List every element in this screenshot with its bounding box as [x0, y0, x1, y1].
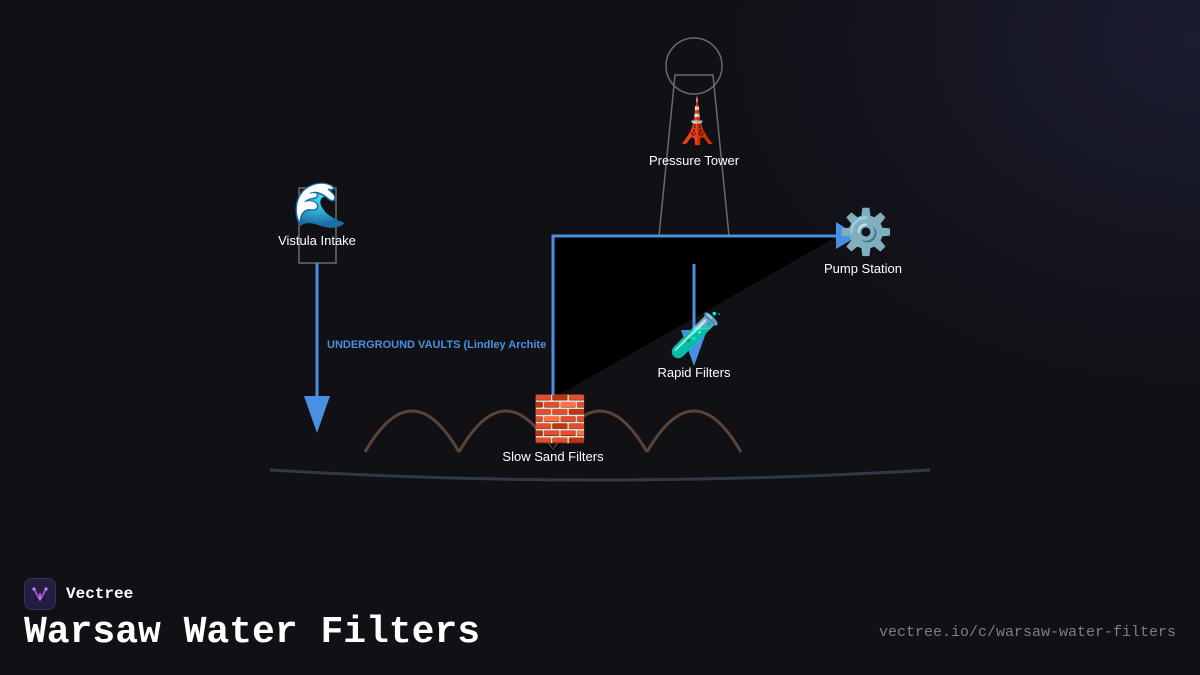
arrow-to-rapid: [681, 330, 707, 366]
page-title: Warsaw Water Filters: [24, 611, 481, 654]
tower-icon: 🗼: [670, 94, 725, 146]
brand[interactable]: Vectree: [24, 577, 133, 611]
node-label-vistula-intake: Vistula Intake: [278, 233, 356, 248]
page-url-link[interactable]: vectree.io/c/warsaw-water-filters: [878, 624, 1176, 641]
vault-arches: [363, 409, 743, 453]
test-tube-icon: 🧪: [669, 311, 724, 360]
water-wave-icon: 🌊: [293, 180, 348, 230]
arrow-to-vaults: [304, 396, 330, 433]
node-pump-station[interactable]: ⚙️ Pump Station: [824, 207, 902, 276]
node-vistula-intake[interactable]: 🌊 Vistula Intake: [278, 180, 356, 248]
node-rapid-filters[interactable]: 🧪 Rapid Filters: [658, 311, 731, 380]
vault-label: UNDERGROUND VAULTS (Lindley Archite: [327, 339, 546, 351]
node-label-pump-station: Pump Station: [824, 261, 902, 276]
brick-icon: 🧱: [533, 394, 588, 444]
brand-name: Vectree: [66, 585, 134, 603]
vectree-logo-icon: [24, 578, 56, 610]
ground-line: [269, 468, 931, 482]
pressure-tower-outline: [658, 37, 730, 237]
node-label-slow-sand-filters: Slow Sand Filters: [502, 449, 604, 464]
flow-arrowheads: [304, 222, 858, 433]
gear-icon: ⚙️: [839, 207, 894, 257]
node-label-rapid-filters: Rapid Filters: [658, 365, 731, 380]
slow-sand-arrow-tip: [545, 442, 561, 454]
node-pressure-tower[interactable]: 🗼 Pressure Tower: [649, 94, 740, 168]
arrow-to-pump: [836, 222, 858, 249]
node-label-pressure-tower: Pressure Tower: [649, 153, 740, 168]
node-slow-sand-filters[interactable]: 🧱 Slow Sand Filters: [502, 394, 604, 464]
flow-lines: [315, 234, 836, 400]
